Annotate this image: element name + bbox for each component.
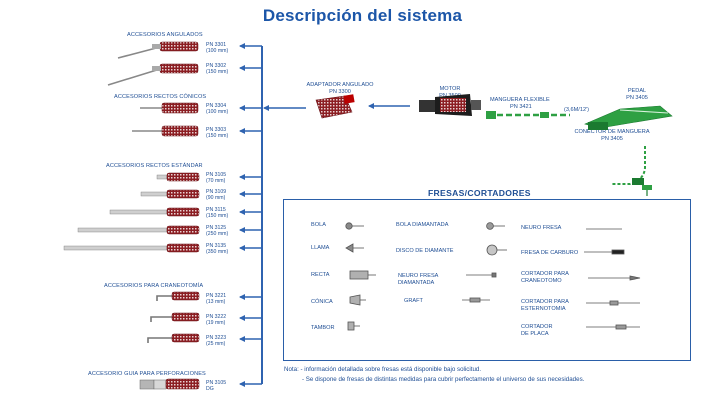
motor-icon [419,94,481,116]
adaptador-icon [315,94,355,119]
cutter-bola: BOLA [311,222,326,228]
accessory-pn-3223: PN 3223(25 mm) [206,335,227,347]
note-line-2: - Se dispone de fresas de distintas medi… [302,376,585,383]
pedal-icon [584,105,673,130]
accessory-3221 [156,291,200,301]
cutter-recta: RECTA [311,272,330,278]
accessory-3105-dg [139,378,200,390]
accessory-3135 [63,243,200,253]
accessory-3302 [107,63,199,86]
accessory-3303 [132,125,199,137]
accessory-3109 [140,189,200,199]
category-guia-perforaciones: ACCESORIO GUIA PARA PERFORACIONES [88,371,206,377]
manguera-icon [486,111,570,119]
page-title: Descripción del sistema [262,6,463,25]
cutter-neuro-fresa: NEURO FRESA [521,225,562,231]
accessory-3222 [150,312,200,322]
accessory-pn-3303: PN 3303(150 mm) [206,127,229,139]
cutter-graft: GRAFT [404,298,423,304]
cutter-bola-diamantada: BOLA DIAMANTADA [396,222,449,228]
accessory-pn-3304: PN 3304(100 mm) [206,103,229,115]
accessory-bus [239,43,263,387]
fresas-title: FRESAS/CORTADORES [428,188,531,198]
accessory-3304 [140,102,199,114]
cutter-tambor: TAMBOR [311,325,335,331]
accessory-pn-3125: PN 3125(250 mm) [206,225,229,237]
accessory-pn-3115: PN 3115(150 mm) [206,207,229,219]
category-rectos-estandar: ACCESORIOS RECTOS ESTÁNDAR [106,163,203,169]
accessory-pn-3221: PN 3221(13 mm) [206,293,227,305]
accessory-3125 [77,225,200,235]
accessory-pn-3222: PN 3222(19 mm) [206,314,227,326]
category-rectos-conicos: ACCESORIOS RECTOS CÓNICOS [114,94,207,100]
accessory-3105-70 [156,172,200,182]
label-manguera-length: (3,6M/12') [564,107,590,113]
cutter-fresa-carburo: FRESA DE CARBURO [521,250,579,256]
accessory-pn-3109: PN 3109(90 mm) [206,189,227,201]
cutter-llama: LLAMA [311,245,330,251]
cutter-disco-diamante: DISCO DE DIAMANTE [396,248,454,254]
category-angulados: ACCESORIOS ANGULADOS [127,32,203,38]
cutter-icons [345,222,641,331]
accessory-pn-3105: PN 3105(70 mm) [206,172,227,184]
accessory-3115 [109,207,200,217]
fresas-box [283,199,691,361]
category-craneotomia: ACCESORIOS PARA CRANEOTOMÍA [104,283,204,289]
conector-icon [612,146,652,196]
accessory-3301 [117,41,199,59]
cutter-conica: CÓNICA [311,299,333,305]
note-line-1: Nota: - información detallada sobre fres… [284,366,482,373]
accessory-pn-3302: PN 3302(150 mm) [206,63,229,75]
accessory-3223 [147,333,200,343]
accessory-pn-3135: PN 3135(350 mm) [206,243,229,255]
accessory-pn-3301: PN 3301(100 mm) [206,42,229,54]
